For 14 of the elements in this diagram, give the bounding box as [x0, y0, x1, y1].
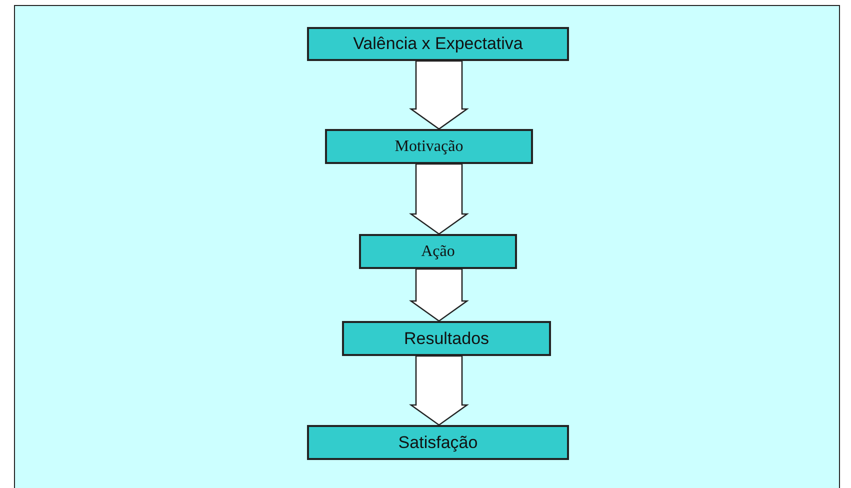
box-label: Resultados — [404, 328, 490, 348]
box-label: Motivação — [394, 138, 464, 156]
box-label: Satisfação — [398, 432, 478, 452]
block-arrow — [408, 60, 470, 130]
process-box — [307, 425, 569, 460]
box-label: Valência x Expectativa — [353, 34, 523, 54]
process-box — [325, 129, 533, 164]
process-box — [359, 234, 517, 269]
box-label: Ação — [421, 242, 455, 260]
block-arrow — [408, 268, 470, 322]
process-box — [342, 321, 551, 356]
block-arrow — [408, 355, 470, 426]
block-arrow — [408, 163, 470, 235]
process-box — [307, 27, 569, 61]
